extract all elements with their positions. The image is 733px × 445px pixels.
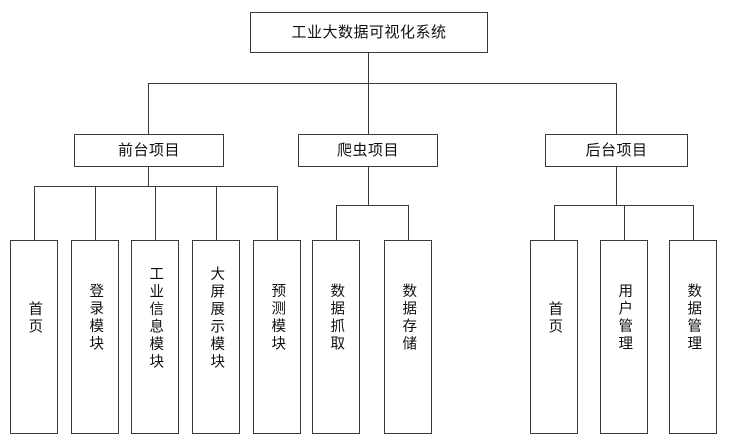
node-leaf-backend-user-mgr-label: 用户管理 (616, 283, 633, 353)
node-leaf-crawler-store[interactable]: 数据存储 (384, 240, 432, 434)
connector-crawler-child-0 (336, 205, 338, 240)
node-root-label: 工业大数据可视化系统 (291, 23, 447, 41)
node-leaf-frontend-industry[interactable]: 工业信息模块 (131, 240, 179, 434)
connector-level2-bus (148, 83, 617, 85)
node-leaf-frontend-home-label: 首页 (26, 300, 43, 336)
connector-frontend-child-4 (277, 186, 279, 240)
connector-backend-child-2 (693, 205, 695, 240)
connector-crawler-stem (368, 167, 370, 206)
node-leaf-backend-user-mgr[interactable]: 用户管理 (600, 240, 648, 434)
node-leaf-backend-data-mgr-label: 数据管理 (685, 283, 702, 353)
node-leaf-frontend-bigscreen-label: 大屏展示模块 (208, 265, 225, 371)
node-leaf-frontend-login-label: 登录模块 (87, 283, 104, 353)
connector-backend-child-1 (624, 205, 626, 240)
node-leaf-crawler-store-label: 数据存储 (400, 283, 417, 353)
node-branch-backend[interactable]: 后台项目 (545, 134, 688, 167)
node-branch-crawler[interactable]: 爬虫项目 (298, 134, 438, 167)
connector-frontend-child-0 (34, 186, 36, 240)
connector-root-stem (368, 53, 370, 84)
node-leaf-frontend-login[interactable]: 登录模块 (71, 240, 119, 434)
connector-frontend-child-1 (95, 186, 97, 240)
node-branch-backend-label: 后台项目 (585, 141, 648, 159)
connector-drop-crawler (368, 83, 370, 134)
connector-backend-child-0 (554, 205, 556, 240)
connector-frontend-stem (148, 167, 150, 187)
node-leaf-crawler-fetch-label: 数据抓取 (328, 283, 345, 353)
node-leaf-backend-data-mgr[interactable]: 数据管理 (669, 240, 717, 434)
node-leaf-frontend-forecast-label: 预测模块 (269, 283, 286, 353)
connector-drop-frontend (148, 83, 150, 134)
node-leaf-backend-home[interactable]: 首页 (530, 240, 578, 434)
node-branch-frontend[interactable]: 前台项目 (74, 134, 224, 167)
node-leaf-backend-home-label: 首页 (546, 300, 563, 336)
node-leaf-frontend-forecast[interactable]: 预测模块 (253, 240, 301, 434)
node-leaf-frontend-bigscreen[interactable]: 大屏展示模块 (192, 240, 240, 434)
connector-drop-backend (616, 83, 618, 134)
node-leaf-crawler-fetch[interactable]: 数据抓取 (312, 240, 360, 434)
connector-frontend-child-3 (216, 186, 218, 240)
node-branch-crawler-label: 爬虫项目 (336, 141, 399, 159)
node-leaf-frontend-home[interactable]: 首页 (10, 240, 58, 434)
connector-frontend-child-2 (155, 186, 157, 240)
node-root[interactable]: 工业大数据可视化系统 (250, 12, 488, 53)
connector-crawler-child-1 (408, 205, 410, 240)
node-leaf-frontend-industry-label: 工业信息模块 (147, 265, 164, 371)
node-branch-frontend-label: 前台项目 (117, 141, 180, 159)
connector-backend-stem (616, 167, 618, 206)
connector-crawler-bus (336, 205, 409, 207)
